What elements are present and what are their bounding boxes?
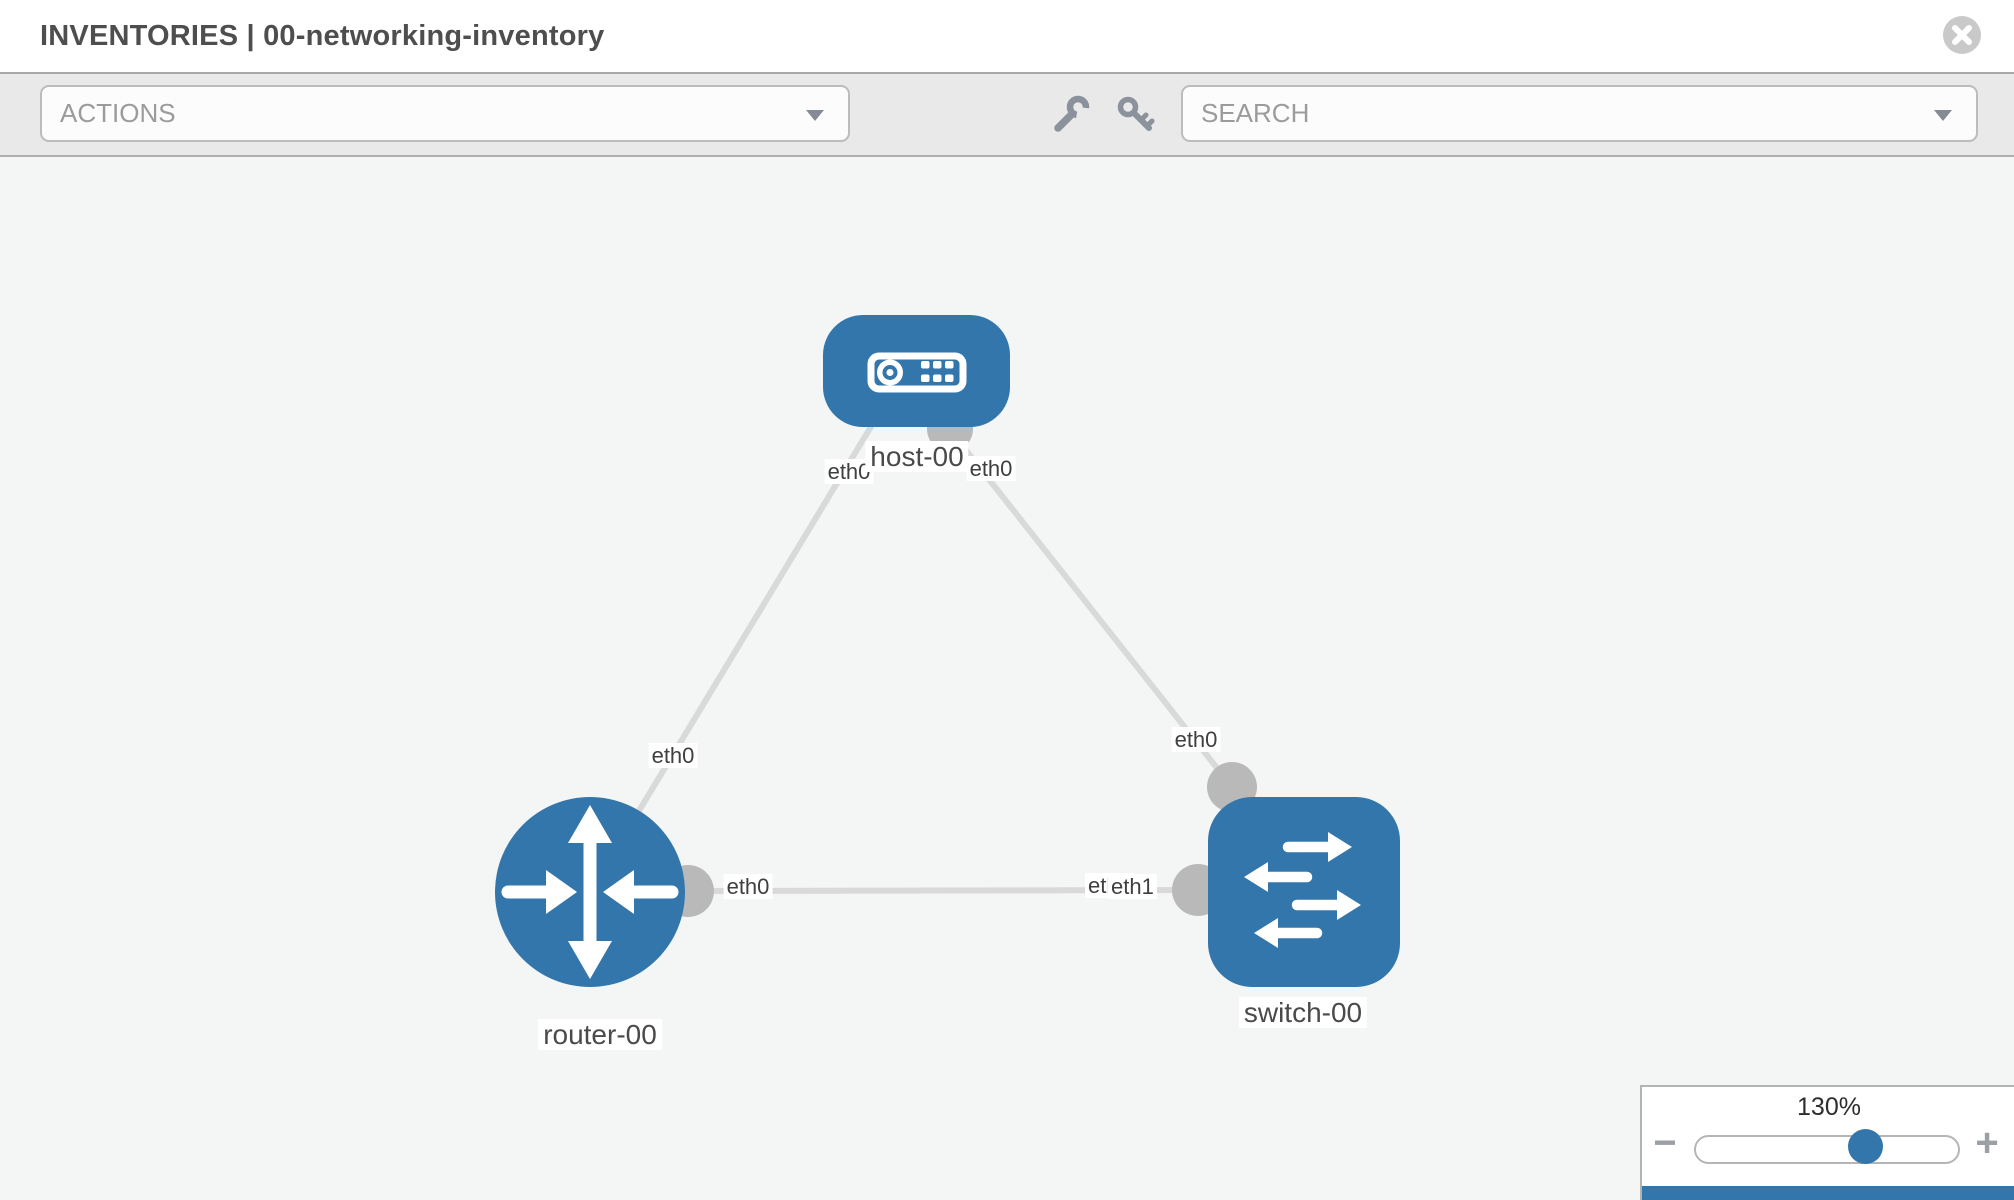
iface-label-host-router-router: eth0 <box>648 743 698 768</box>
node-host-00[interactable] <box>823 315 1010 427</box>
switch-icon <box>1244 832 1361 948</box>
key-icon[interactable] <box>1114 94 1156 138</box>
iface-label-host-switch-host: eth0 <box>966 456 1016 481</box>
iface-label-host-router-host: eth0 <box>824 459 874 484</box>
zoom-slider-track[interactable] <box>1694 1135 1960 1164</box>
chevron-down-icon <box>806 110 824 121</box>
search-placeholder: SEARCH <box>1201 98 1310 128</box>
topology-canvas[interactable]: eth0 eth0 eth0 eth0 eth0 eth0 eth1 host-… <box>0 157 2014 1200</box>
actions-dropdown[interactable]: ACTIONS <box>40 85 850 142</box>
zoom-slider-thumb[interactable] <box>1848 1129 1883 1164</box>
actions-dropdown-label: ACTIONS <box>60 98 176 128</box>
wrench-icon[interactable] <box>1050 94 1092 138</box>
host-icon <box>867 352 967 393</box>
close-button[interactable] <box>1943 16 1981 54</box>
link-lines <box>587 423 1235 894</box>
node-switch-00[interactable] <box>1208 797 1400 987</box>
router-icon <box>501 805 679 979</box>
search-input[interactable]: SEARCH <box>1181 85 1978 142</box>
bottom-blue-bar <box>1642 1186 2014 1200</box>
node-label-host-00: host-00 <box>865 441 969 472</box>
zoom-in-button[interactable]: + <box>1975 1121 1999 1165</box>
chevron-down-icon <box>1934 110 1952 121</box>
zoom-control-panel: 130% − + <box>1640 1085 2014 1200</box>
header-bar: INVENTORIES | 00-networking-inventory <box>0 0 2014 72</box>
close-icon <box>1952 25 1972 45</box>
iface-label-router-switch-router: eth0 <box>723 874 773 899</box>
node-router-00[interactable] <box>495 797 685 987</box>
page-title: INVENTORIES | 00-networking-inventory <box>40 20 605 52</box>
link-endpoints <box>662 406 1257 917</box>
zoom-level-readout: 130% <box>1797 1093 1861 1121</box>
iface-label-router-switch-switch-front: eth1 <box>1108 874 1157 899</box>
topology-graph <box>495 315 1400 987</box>
node-label-router-00: router-00 <box>538 1019 662 1050</box>
iface-label-host-switch-switch: eth0 <box>1171 727 1221 752</box>
node-label-switch-00: switch-00 <box>1238 997 1368 1028</box>
zoom-out-button[interactable]: − <box>1653 1121 1677 1165</box>
